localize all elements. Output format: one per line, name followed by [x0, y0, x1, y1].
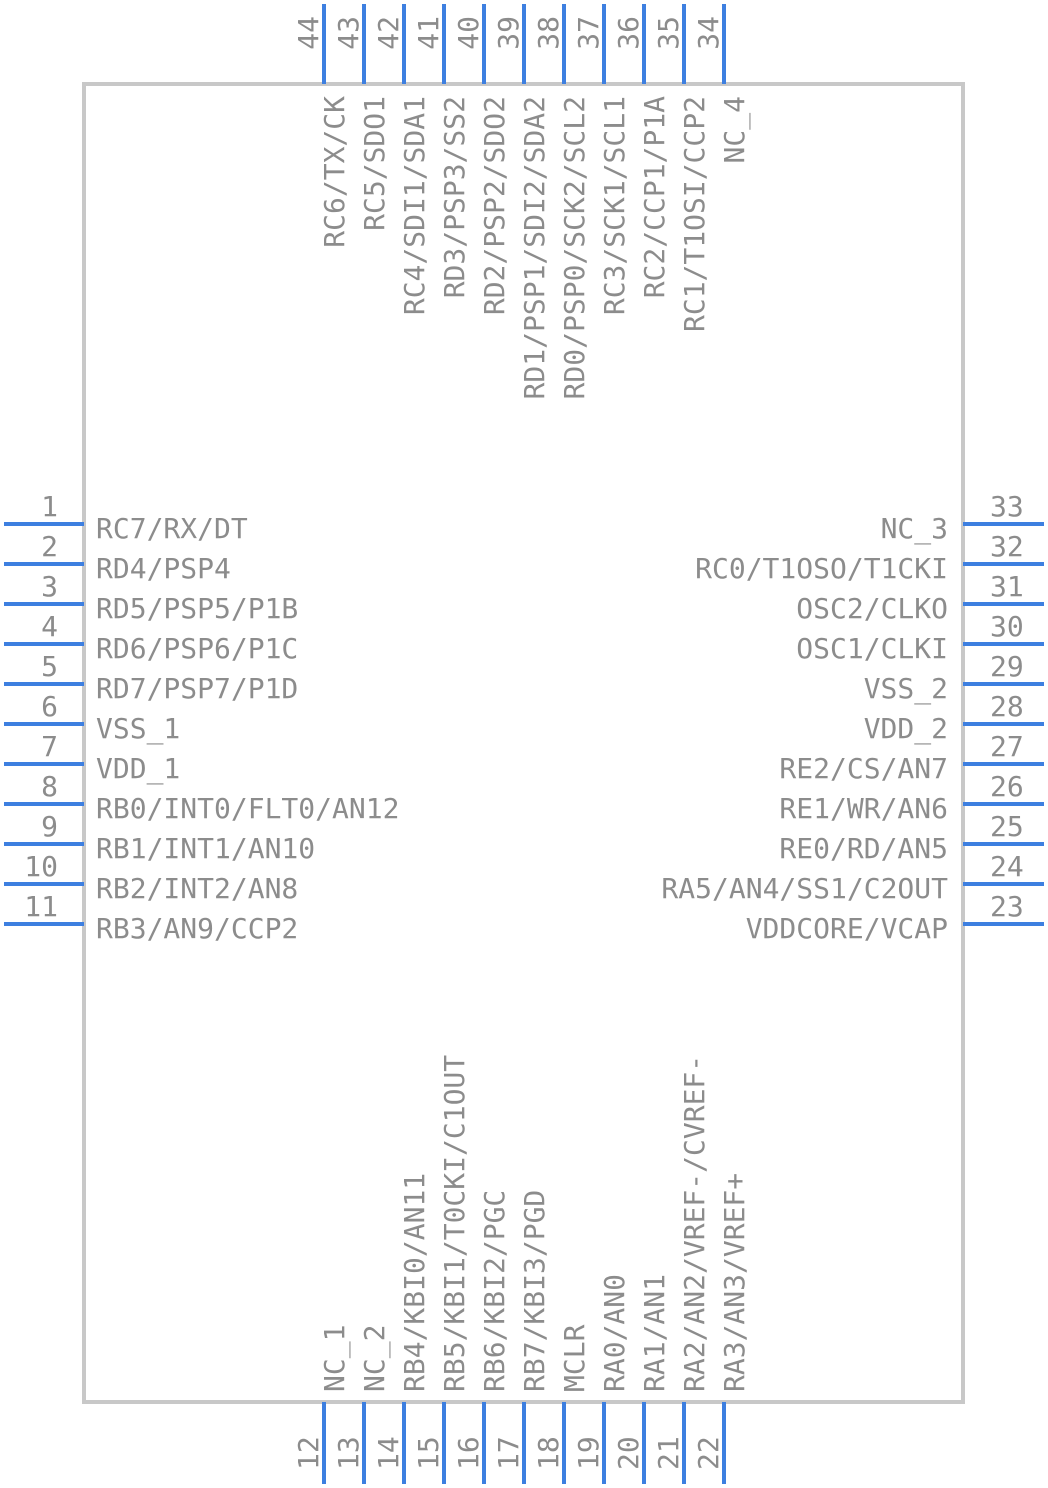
pin-label-9: RB1/INT1/AN10	[96, 832, 315, 865]
pin-number-9: 9	[41, 810, 58, 843]
pin-number-23: 23	[990, 890, 1024, 923]
pin-label-18: MCLR	[558, 1324, 591, 1392]
pin-number-24: 24	[990, 850, 1024, 883]
pin-number-25: 25	[990, 810, 1024, 843]
pin-label-44: RC6/TX/CK	[318, 96, 351, 248]
pin-label-31: OSC2/CLKO	[796, 592, 948, 625]
pin-label-42: RC4/SDI1/SDA1	[398, 96, 431, 315]
pin-number-4: 4	[41, 610, 58, 643]
pin-label-39: RD1/PSP1/SDI2/SDA2	[518, 96, 551, 399]
pin-number-31: 31	[990, 570, 1024, 603]
pin-number-22: 22	[692, 1436, 725, 1470]
pin-label-8: RB0/INT0/FLT0/AN12	[96, 792, 399, 825]
pin-number-5: 5	[41, 650, 58, 683]
pin-label-40: RD2/PSP2/SDO2	[478, 96, 511, 315]
pin-number-3: 3	[41, 570, 58, 603]
pin-label-3: RD5/PSP5/P1B	[96, 592, 298, 625]
pin-number-41: 41	[412, 16, 445, 50]
pin-label-6: VSS_1	[96, 712, 180, 746]
pin-label-41: RD3/PSP3/SS2	[438, 96, 471, 298]
pin-label-22: RA3/AN3/VREF+	[718, 1173, 751, 1392]
pin-label-26: RE1/WR/AN6	[779, 792, 948, 825]
pin-label-12: NC_1	[318, 1325, 352, 1392]
pin-number-38: 38	[532, 16, 565, 50]
pin-number-37: 37	[572, 16, 605, 50]
pin-number-7: 7	[41, 730, 58, 763]
pin-label-35: RC1/T1OSI/CCP2	[678, 96, 711, 332]
pin-number-21: 21	[652, 1436, 685, 1470]
pin-label-24: RA5/AN4/SS1/C2OUT	[661, 872, 948, 905]
pin-number-39: 39	[492, 16, 525, 50]
pin-label-28: VDD_2	[864, 712, 948, 746]
pin-label-36: RC2/CCP1/P1A	[638, 96, 671, 298]
pin-number-34: 34	[692, 16, 725, 50]
pin-number-26: 26	[990, 770, 1024, 803]
pin-label-21: RA2/AN2/VREF-/CVREF-	[678, 1055, 711, 1392]
pin-label-16: RB6/KBI2/PGC	[478, 1190, 511, 1392]
pin-label-25: RE0/RD/AN5	[779, 832, 948, 865]
pin-number-20: 20	[612, 1436, 645, 1470]
pin-label-43: RC5/SDO1	[358, 96, 391, 231]
pin-number-2: 2	[41, 530, 58, 563]
pin-number-19: 19	[572, 1436, 605, 1470]
pin-label-19: RA0/AN0	[598, 1274, 631, 1392]
pin-label-20: RA1/AN1	[638, 1274, 671, 1392]
pin-label-29: VSS_2	[864, 672, 948, 706]
pin-label-5: RD7/PSP7/P1D	[96, 672, 298, 705]
pin-label-32: RC0/T1OSO/T1CKI	[695, 552, 948, 585]
pin-number-1: 1	[41, 490, 58, 523]
pin-number-27: 27	[990, 730, 1024, 763]
pin-label-2: RD4/PSP4	[96, 552, 231, 585]
pin-number-10: 10	[24, 850, 58, 883]
pin-label-33: NC_3	[881, 512, 948, 546]
pin-number-40: 40	[452, 16, 485, 50]
pin-number-29: 29	[990, 650, 1024, 683]
pin-label-27: RE2/CS/AN7	[779, 752, 948, 785]
pin-label-1: RC7/RX/DT	[96, 512, 248, 545]
pin-number-30: 30	[990, 610, 1024, 643]
pin-number-33: 33	[990, 490, 1024, 523]
pin-number-6: 6	[41, 690, 58, 723]
pin-number-28: 28	[990, 690, 1024, 723]
pin-number-8: 8	[41, 770, 58, 803]
pin-label-17: RB7/KBI3/PGD	[518, 1190, 551, 1392]
pin-number-36: 36	[612, 16, 645, 50]
pin-number-15: 15	[412, 1436, 445, 1470]
pin-label-13: NC_2	[358, 1325, 392, 1392]
pin-label-37: RC3/SCK1/SCL1	[598, 96, 631, 315]
pin-label-14: RB4/KBI0/AN11	[398, 1173, 431, 1392]
pin-label-34: NC_4	[718, 96, 752, 163]
pin-number-18: 18	[532, 1436, 565, 1470]
pin-number-12: 12	[292, 1436, 325, 1470]
pin-number-11: 11	[24, 890, 58, 923]
pin-label-23: VDDCORE/VCAP	[746, 912, 948, 945]
pin-number-13: 13	[332, 1436, 365, 1470]
pin-label-11: RB3/AN9/CCP2	[96, 912, 298, 945]
pin-number-17: 17	[492, 1436, 525, 1470]
pin-number-14: 14	[372, 1436, 405, 1470]
pin-number-42: 42	[372, 16, 405, 50]
pin-number-32: 32	[990, 530, 1024, 563]
pin-label-30: OSC1/CLKI	[796, 632, 948, 665]
pin-number-16: 16	[452, 1436, 485, 1470]
pin-number-44: 44	[292, 16, 325, 50]
pin-label-15: RB5/KBI1/T0CKI/C1OUT	[438, 1055, 471, 1392]
pin-label-4: RD6/PSP6/P1C	[96, 632, 298, 665]
pin-label-7: VDD_1	[96, 752, 180, 786]
pin-label-10: RB2/INT2/AN8	[96, 872, 298, 905]
pin-number-43: 43	[332, 16, 365, 50]
pin-number-35: 35	[652, 16, 685, 50]
pin-label-38: RD0/PSP0/SCK2/SCL2	[558, 96, 591, 399]
